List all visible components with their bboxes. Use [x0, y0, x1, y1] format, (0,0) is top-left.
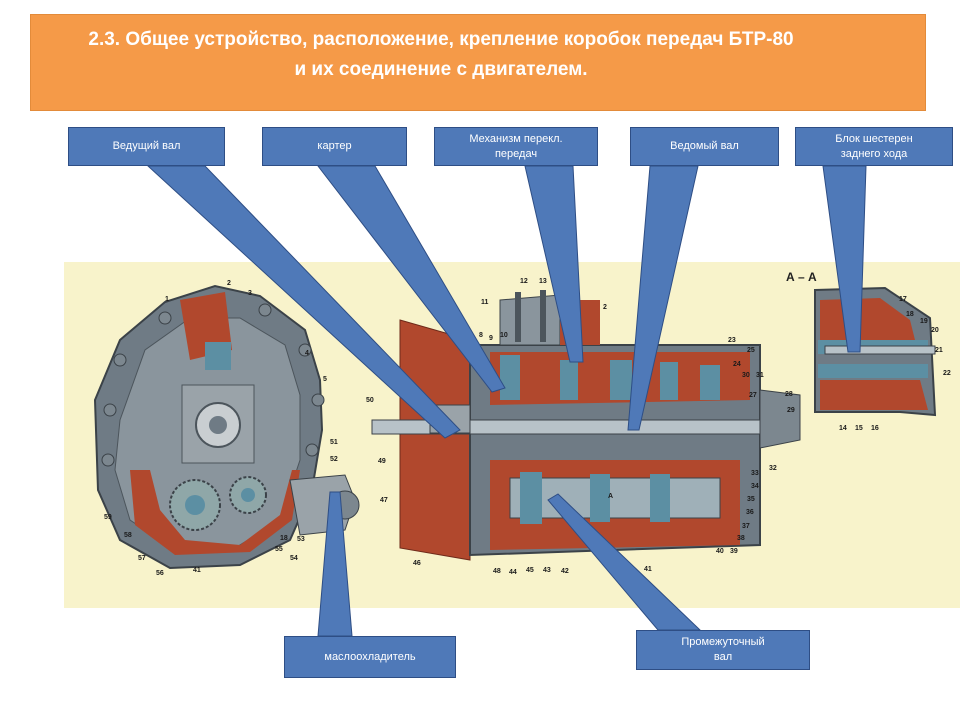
- label-shift-mechanism: Механизм перекл. передач: [434, 127, 598, 166]
- svg-text:27: 27: [749, 392, 757, 399]
- svg-text:21: 21: [935, 347, 943, 354]
- part-numbers-side: 11 12 13 10 98 2 23 24 25 30 31 27 28 29 50 49 4…: [366, 278, 795, 576]
- svg-text:17: 17: [899, 296, 907, 303]
- label-drive-shaft: Ведущий вал: [68, 127, 225, 166]
- svg-text:41: 41: [193, 567, 201, 574]
- label-intermediate-shaft: Промежуточный вал: [636, 630, 810, 670]
- svg-text:20: 20: [931, 327, 939, 334]
- label-driven-shaft-text: Ведомый вал: [670, 140, 739, 152]
- pointer-drive-shaft: [146, 165, 461, 439]
- svg-text:23: 23: [728, 337, 736, 344]
- label-reverse-block-line-2: заднего хода: [840, 147, 908, 160]
- svg-text:4: 4: [305, 350, 309, 357]
- svg-text:22: 22: [943, 370, 951, 377]
- svg-text:29: 29: [787, 407, 795, 414]
- svg-text:12: 12: [520, 278, 528, 285]
- front-view: [93, 284, 360, 570]
- pointer-housing: [316, 165, 506, 393]
- svg-text:39: 39: [730, 548, 738, 555]
- svg-text:18: 18: [280, 535, 288, 542]
- section-label: А – А: [786, 270, 817, 284]
- svg-text:50: 50: [366, 397, 374, 404]
- svg-text:11: 11: [481, 299, 489, 306]
- svg-text:38: 38: [737, 535, 745, 542]
- label-housing: картер: [262, 127, 407, 166]
- pointer-shift-mechanism: [524, 165, 584, 363]
- svg-text:52: 52: [330, 456, 338, 463]
- svg-text:25: 25: [747, 347, 755, 354]
- svg-text:57: 57: [138, 555, 146, 562]
- svg-text:32: 32: [769, 465, 777, 472]
- title-banner: 2.3. Общее устройство, расположение, кре…: [30, 14, 926, 111]
- svg-text:8: 8: [479, 332, 483, 339]
- svg-text:56: 56: [156, 570, 164, 577]
- svg-text:3: 3: [248, 290, 252, 297]
- label-shift-mechanism-line-1: Механизм перекл.: [469, 132, 563, 145]
- label-oil-cooler-text: маслоохладитель: [324, 650, 416, 663]
- label-reverse-gear-block: Блок шестерен заднего хода: [795, 127, 953, 166]
- svg-text:43: 43: [543, 567, 551, 574]
- svg-text:1: 1: [165, 296, 169, 303]
- svg-text:40: 40: [716, 548, 724, 555]
- svg-text:37: 37: [742, 523, 750, 530]
- svg-text:54: 54: [290, 555, 298, 562]
- svg-text:42: 42: [561, 568, 569, 575]
- svg-text:14: 14: [839, 425, 847, 432]
- svg-text:33: 33: [751, 470, 759, 477]
- svg-text:51: 51: [330, 439, 338, 446]
- svg-text:28: 28: [785, 391, 793, 398]
- svg-text:36: 36: [746, 509, 754, 516]
- svg-text:24: 24: [733, 361, 741, 368]
- svg-text:9: 9: [489, 335, 493, 342]
- svg-text:13: 13: [539, 278, 547, 285]
- label-intermediate-shaft-line-1: Промежуточный: [681, 636, 765, 648]
- svg-text:19: 19: [920, 318, 928, 325]
- svg-text:41: 41: [644, 566, 652, 573]
- svg-text:48: 48: [493, 568, 501, 575]
- label-intermediate-shaft-line-2: вал: [713, 651, 733, 663]
- label-driven-shaft: Ведомый вал: [630, 127, 779, 166]
- label-housing-text: картер: [317, 140, 352, 152]
- side-view: А: [371, 290, 801, 561]
- svg-text:35: 35: [747, 496, 755, 503]
- label-shift-mechanism-line-2: передач: [494, 147, 538, 160]
- svg-text:55: 55: [275, 546, 283, 553]
- section-marker: А: [608, 493, 613, 500]
- svg-text:15: 15: [855, 425, 863, 432]
- svg-text:58: 58: [124, 532, 132, 539]
- svg-text:18: 18: [906, 311, 914, 318]
- svg-text:10: 10: [500, 332, 508, 339]
- svg-text:5: 5: [323, 376, 327, 383]
- pointer-driven-shaft: [627, 165, 699, 431]
- svg-text:2: 2: [227, 280, 231, 287]
- pointer-reverse-block: [822, 165, 867, 353]
- svg-text:30: 30: [742, 372, 750, 379]
- title-line-2: и их соединение с двигателем.: [294, 59, 588, 80]
- svg-text:53: 53: [297, 536, 305, 543]
- section-view: [814, 286, 937, 417]
- svg-text:59: 59: [104, 514, 112, 521]
- svg-text:16: 16: [871, 425, 879, 432]
- svg-text:2: 2: [603, 304, 607, 311]
- part-numbers-front: 1 2 3 4 5 51 52 53 54 55 18 41 56 57 58 59: [104, 280, 338, 577]
- pointer-arrows: [146, 165, 867, 637]
- label-oil-cooler: маслоохладитель: [284, 636, 456, 678]
- title-line-1: 2.3. Общее устройство, расположение, кре…: [88, 29, 794, 50]
- svg-text:45: 45: [526, 567, 534, 574]
- svg-text:49: 49: [378, 458, 386, 465]
- page-title: 2.3. Общее устройство, расположение, кре…: [31, 25, 851, 85]
- svg-text:46: 46: [413, 560, 421, 567]
- label-reverse-block-line-1: Блок шестерен: [835, 132, 913, 145]
- svg-text:31: 31: [756, 372, 764, 379]
- svg-text:44: 44: [509, 569, 517, 576]
- label-drive-shaft-text: Ведущий вал: [112, 140, 181, 152]
- svg-text:34: 34: [751, 483, 759, 490]
- svg-text:47: 47: [380, 497, 388, 504]
